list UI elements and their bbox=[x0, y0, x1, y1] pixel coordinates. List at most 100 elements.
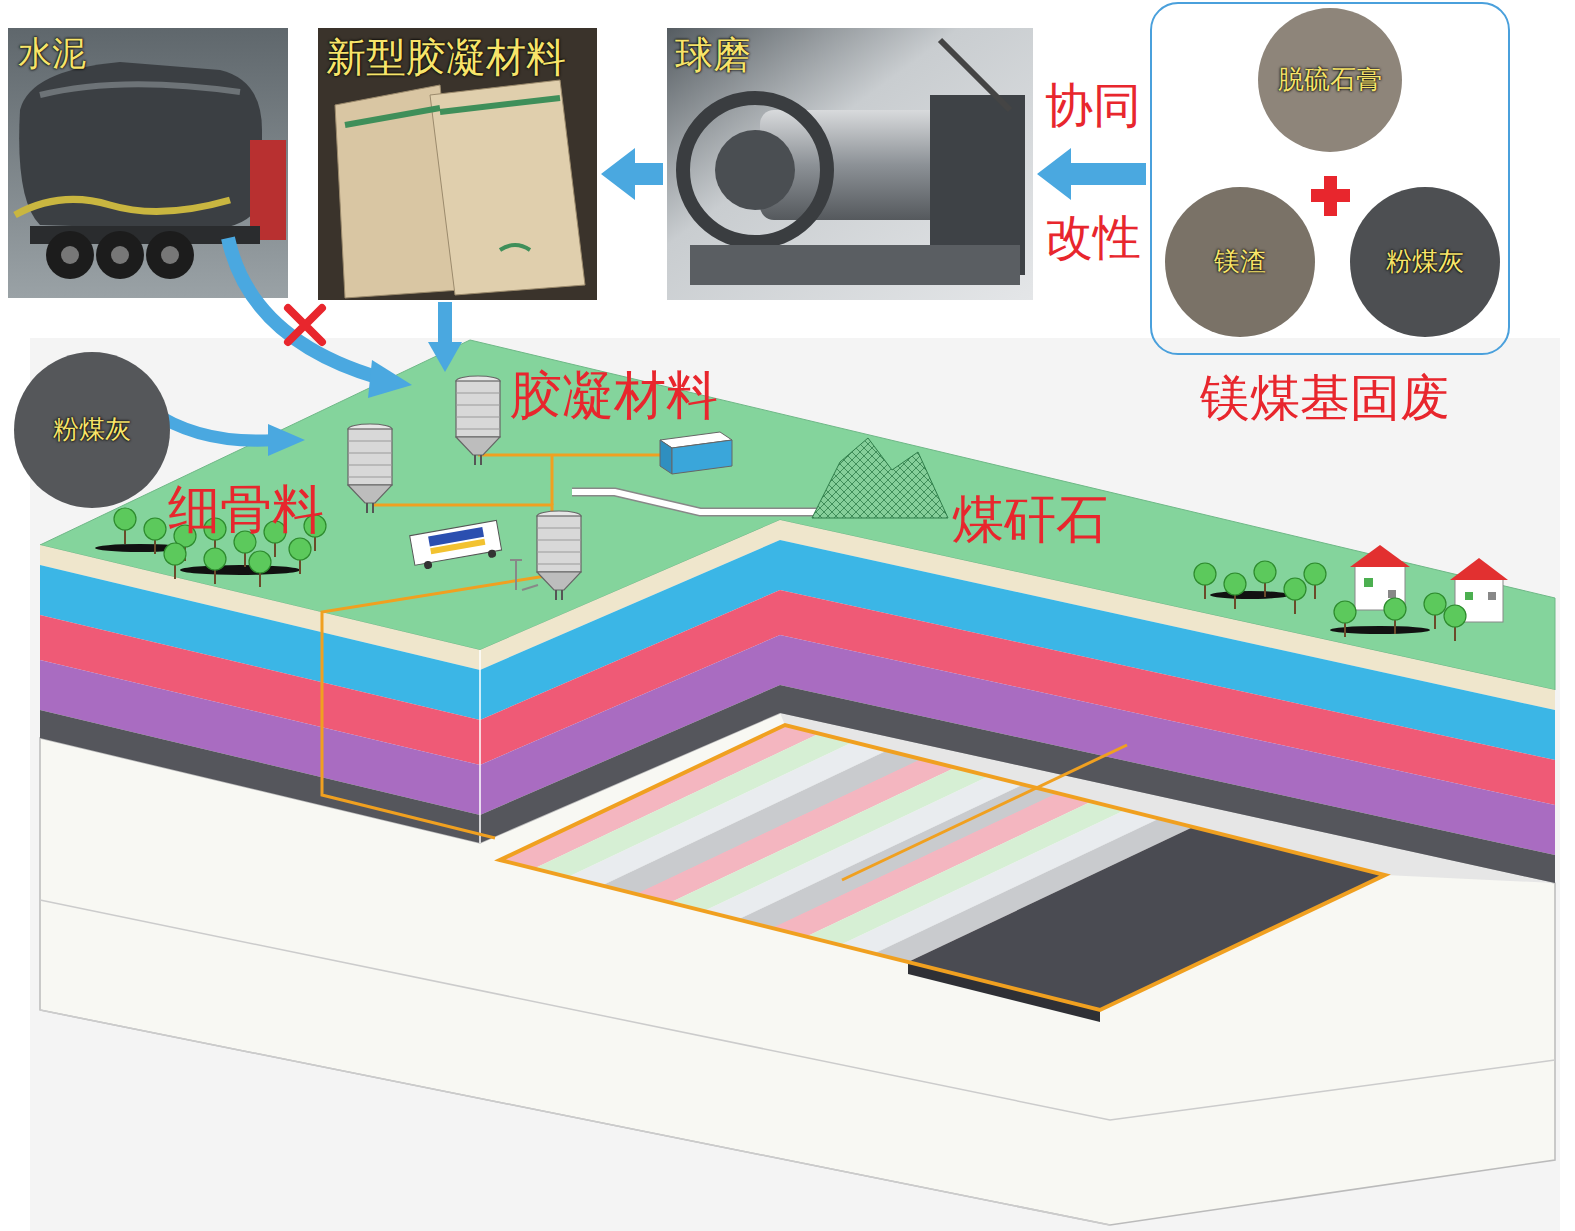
photo-binder-bags-part bbox=[430, 80, 585, 295]
trees-part bbox=[1194, 563, 1216, 599]
circle-label: 粉煤灰 bbox=[1386, 247, 1464, 277]
flow-arrows-part bbox=[288, 308, 322, 342]
material-label: 细骨料 bbox=[168, 480, 324, 540]
houses-part bbox=[1364, 578, 1373, 587]
photo-ball-mill-part bbox=[690, 245, 1020, 285]
group-heading: 镁煤基固废 bbox=[1200, 370, 1450, 428]
trees-part bbox=[144, 518, 166, 554]
flow-arrows-part bbox=[228, 238, 380, 378]
photo-cement-truck-part bbox=[161, 246, 179, 264]
ground-panel-part bbox=[40, 900, 1555, 1225]
houses-part bbox=[1388, 590, 1396, 598]
houses-part bbox=[1488, 592, 1496, 600]
material-label: 胶凝材料 bbox=[510, 366, 718, 426]
photo-cement-truck-part bbox=[250, 140, 286, 240]
photo-binder-bags-part bbox=[500, 245, 530, 250]
photo-binder-bags bbox=[318, 28, 597, 300]
photo-binder-bags-part bbox=[345, 108, 440, 125]
photo-cement-truck-part bbox=[8, 28, 288, 298]
photo-caption: 新型胶凝材料 bbox=[326, 34, 566, 80]
surface-facilities-part-part bbox=[410, 520, 502, 565]
surface-facilities-part-part bbox=[430, 539, 485, 554]
photo-binder-bags-part bbox=[318, 28, 597, 300]
circle-label: 脱硫石膏 bbox=[1278, 65, 1382, 95]
trees-part bbox=[1424, 593, 1446, 629]
photo-caption: 球磨 bbox=[675, 34, 751, 78]
trees-part bbox=[180, 565, 300, 575]
pipeline-part bbox=[372, 505, 552, 520]
backfill-panel-part bbox=[500, 725, 1385, 1010]
flow-arrow bbox=[601, 148, 663, 200]
plus-sign-part bbox=[1311, 189, 1350, 202]
material-circle: 粉煤灰 bbox=[1350, 187, 1500, 337]
photo-cement-truck-part bbox=[46, 231, 94, 279]
material-circle: 脱硫石膏 bbox=[1258, 8, 1402, 152]
trees-part bbox=[249, 551, 271, 587]
photo-panel: 新型胶凝材料 bbox=[318, 28, 597, 300]
photo-ball-mill bbox=[667, 28, 1033, 300]
flow-arrows-part bbox=[268, 424, 305, 456]
trees-part bbox=[1210, 591, 1290, 599]
photo-cement-truck-part bbox=[146, 231, 194, 279]
houses-part bbox=[1465, 592, 1473, 600]
surface-facilities-part bbox=[456, 376, 500, 465]
photo-cement-truck-part bbox=[111, 246, 129, 264]
photo-ball-mill-part bbox=[715, 130, 795, 210]
houses-part bbox=[1350, 545, 1410, 567]
material-group-box: 镁煤基固废脱硫石膏镁渣粉煤灰 bbox=[1150, 2, 1510, 355]
process-label: 改性 bbox=[1045, 210, 1141, 265]
flow-arrows bbox=[150, 238, 462, 456]
trees-part bbox=[164, 543, 186, 579]
photo-ball-mill-part bbox=[683, 98, 827, 242]
photo-caption: 水泥 bbox=[18, 34, 86, 73]
houses-part bbox=[1450, 558, 1508, 580]
photo-cement-truck-part bbox=[96, 231, 144, 279]
trees-part bbox=[289, 538, 311, 574]
trees-part bbox=[1444, 605, 1466, 641]
pipeline-part bbox=[322, 575, 552, 838]
surface-facilities-part bbox=[572, 492, 842, 512]
photo-cement-truck-part bbox=[15, 199, 230, 215]
photo-cement-truck-part bbox=[61, 246, 79, 264]
rock-strata-part bbox=[479, 650, 481, 843]
trees-part bbox=[1384, 598, 1406, 634]
pipeline-part bbox=[478, 454, 665, 457]
backfill-panel bbox=[500, 725, 1385, 1022]
process-label: 协同 bbox=[1045, 78, 1141, 133]
trees-part bbox=[1334, 601, 1356, 637]
trees-part bbox=[1284, 578, 1306, 614]
flow-arrows-part bbox=[368, 360, 412, 398]
surface-facilities-part bbox=[537, 511, 581, 600]
pipeline-part bbox=[551, 455, 554, 505]
trees-part bbox=[1254, 561, 1276, 597]
trees-part bbox=[114, 508, 136, 544]
material-label: 煤矸石 bbox=[952, 490, 1108, 550]
trees-part bbox=[204, 548, 226, 584]
backfill-panel-part bbox=[842, 745, 1127, 880]
material-circle: 粉煤灰 bbox=[14, 352, 170, 508]
photo-panel: 球磨 bbox=[667, 28, 1033, 300]
material-circle: 镁渣 bbox=[1165, 187, 1315, 337]
flow-arrow bbox=[1037, 148, 1146, 200]
ground-panel-part bbox=[30, 338, 1560, 1231]
ground-panel bbox=[30, 338, 1560, 1231]
flow-arrows-part bbox=[438, 302, 452, 345]
photo-ball-mill-part bbox=[940, 40, 1010, 110]
surface-facilities-part bbox=[348, 424, 392, 513]
surface-facilities-part bbox=[660, 440, 672, 474]
photo-ball-mill-part bbox=[667, 28, 1033, 300]
circle-label: 粉煤灰 bbox=[53, 415, 131, 445]
surface-facilities-part bbox=[672, 440, 732, 474]
surface-facilities-part bbox=[572, 492, 842, 512]
surface-facilities-part bbox=[812, 438, 948, 518]
photo-binder-bags-part bbox=[440, 98, 560, 112]
trees-part bbox=[1224, 573, 1246, 609]
trees-part bbox=[1304, 563, 1326, 599]
photo-panel: 水泥 bbox=[8, 28, 288, 298]
photo-cement-truck-part bbox=[40, 84, 240, 95]
surface-facilities-part bbox=[410, 520, 503, 571]
surface-facilities-part bbox=[510, 560, 538, 590]
